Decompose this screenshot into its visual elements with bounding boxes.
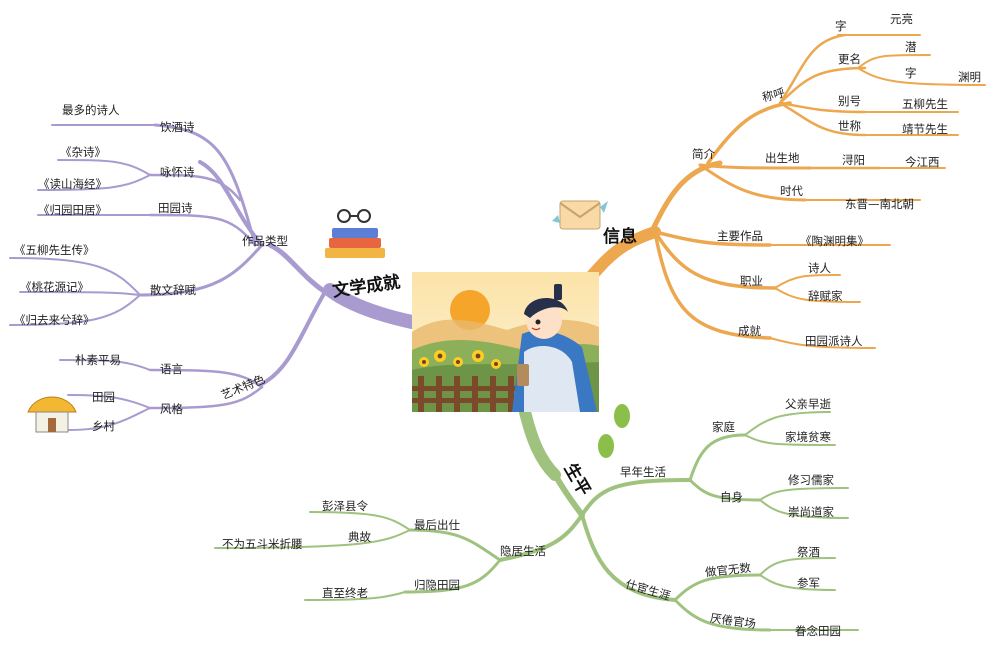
info-zi-value: 元亮 <box>890 12 913 26</box>
info-rename: 更名 <box>838 52 861 66</box>
life-last: 最后出仕 <box>414 518 460 532</box>
life-self-1: 修习儒家 <box>788 473 834 487</box>
lit-zashi: 《杂诗》 <box>60 145 106 159</box>
life-back: 归隐田园 <box>414 578 460 592</box>
life-self: 自身 <box>720 490 743 504</box>
envelope-icon <box>552 200 608 230</box>
info-achievement-value: 田园派诗人 <box>805 334 863 348</box>
lit-drink-value: 最多的诗人 <box>62 103 120 117</box>
lit-yonghuai: 咏怀诗 <box>160 165 195 179</box>
footprints-icon <box>598 404 630 458</box>
info-era-value: 东晋—南北朝 <box>845 197 914 211</box>
life-family-2: 家境贫寒 <box>785 430 831 444</box>
info-job: 职业 <box>740 274 763 288</box>
life-juannian: 眷念田园 <box>795 624 841 638</box>
info-zi: 字 <box>835 19 847 33</box>
info-era: 时代 <box>780 184 803 198</box>
lit-style-2: 乡村 <box>92 419 115 433</box>
info-cifu: 辞赋家 <box>808 289 843 303</box>
life-canjun: 参军 <box>797 576 820 590</box>
lit-lang-value: 朴素平易 <box>75 353 121 367</box>
lit-style: 风格 <box>160 402 183 416</box>
info-branch-title: 信息 <box>603 227 637 247</box>
life-family: 家庭 <box>712 420 735 434</box>
life-wudou: 不为五斗米折腰 <box>222 537 303 551</box>
lit-prose: 散文辞赋 <box>150 283 196 297</box>
info-achievement: 成就 <box>738 324 761 338</box>
life-branch-lines <box>214 406 859 632</box>
lit-lang: 语言 <box>160 362 183 376</box>
lit-tianyuan: 田园诗 <box>158 201 193 215</box>
life-early: 早年生活 <box>620 465 666 479</box>
info-biehao-value: 五柳先生 <box>902 97 948 111</box>
info-intro: 简介 <box>692 147 715 161</box>
info-xunyang: 浔阳 <box>842 153 865 167</box>
info-works-value: 《陶渊明集》 <box>800 234 869 248</box>
life-family-1: 父亲早逝 <box>785 397 831 411</box>
life-jijiu: 祭酒 <box>797 545 820 559</box>
lit-shanhai: 《读山海经》 <box>38 177 107 191</box>
lit-drink: 饮酒诗 <box>160 120 195 134</box>
books-icon <box>325 209 385 258</box>
life-story: 典故 <box>348 530 371 544</box>
lit-branch-lines <box>9 123 419 431</box>
center-illustration <box>412 272 599 412</box>
lit-guiyuan: 《归园田居》 <box>38 203 107 217</box>
life-pengze: 彭泽县令 <box>322 499 368 513</box>
info-yuanming: 渊明 <box>958 70 981 84</box>
life-self-2: 崇尚道家 <box>788 505 834 519</box>
life-retire: 隐居生活 <box>500 544 546 558</box>
info-branch-lines <box>580 33 986 349</box>
info-biehao: 别号 <box>838 94 861 108</box>
info-shicheng: 世称 <box>838 119 861 133</box>
lit-types: 作品类型 <box>242 234 288 248</box>
lit-style-1: 田园 <box>92 390 115 404</box>
info-birthplace: 出生地 <box>765 151 800 165</box>
info-qian: 潜 <box>905 40 917 54</box>
info-poet: 诗人 <box>808 261 831 275</box>
life-zhizhong: 直至终老 <box>322 586 368 600</box>
lit-wuliu: 《五柳先生传》 <box>14 243 95 257</box>
lit-guiqulai: 《归去来兮辞》 <box>14 313 95 327</box>
info-zi2: 字 <box>905 66 917 80</box>
info-jiangxi: 今江西 <box>905 155 940 169</box>
lit-taohua: 《桃花源记》 <box>20 280 89 294</box>
info-works: 主要作品 <box>717 229 763 243</box>
cottage-icon <box>27 396 77 433</box>
info-shicheng-value: 靖节先生 <box>902 122 948 136</box>
